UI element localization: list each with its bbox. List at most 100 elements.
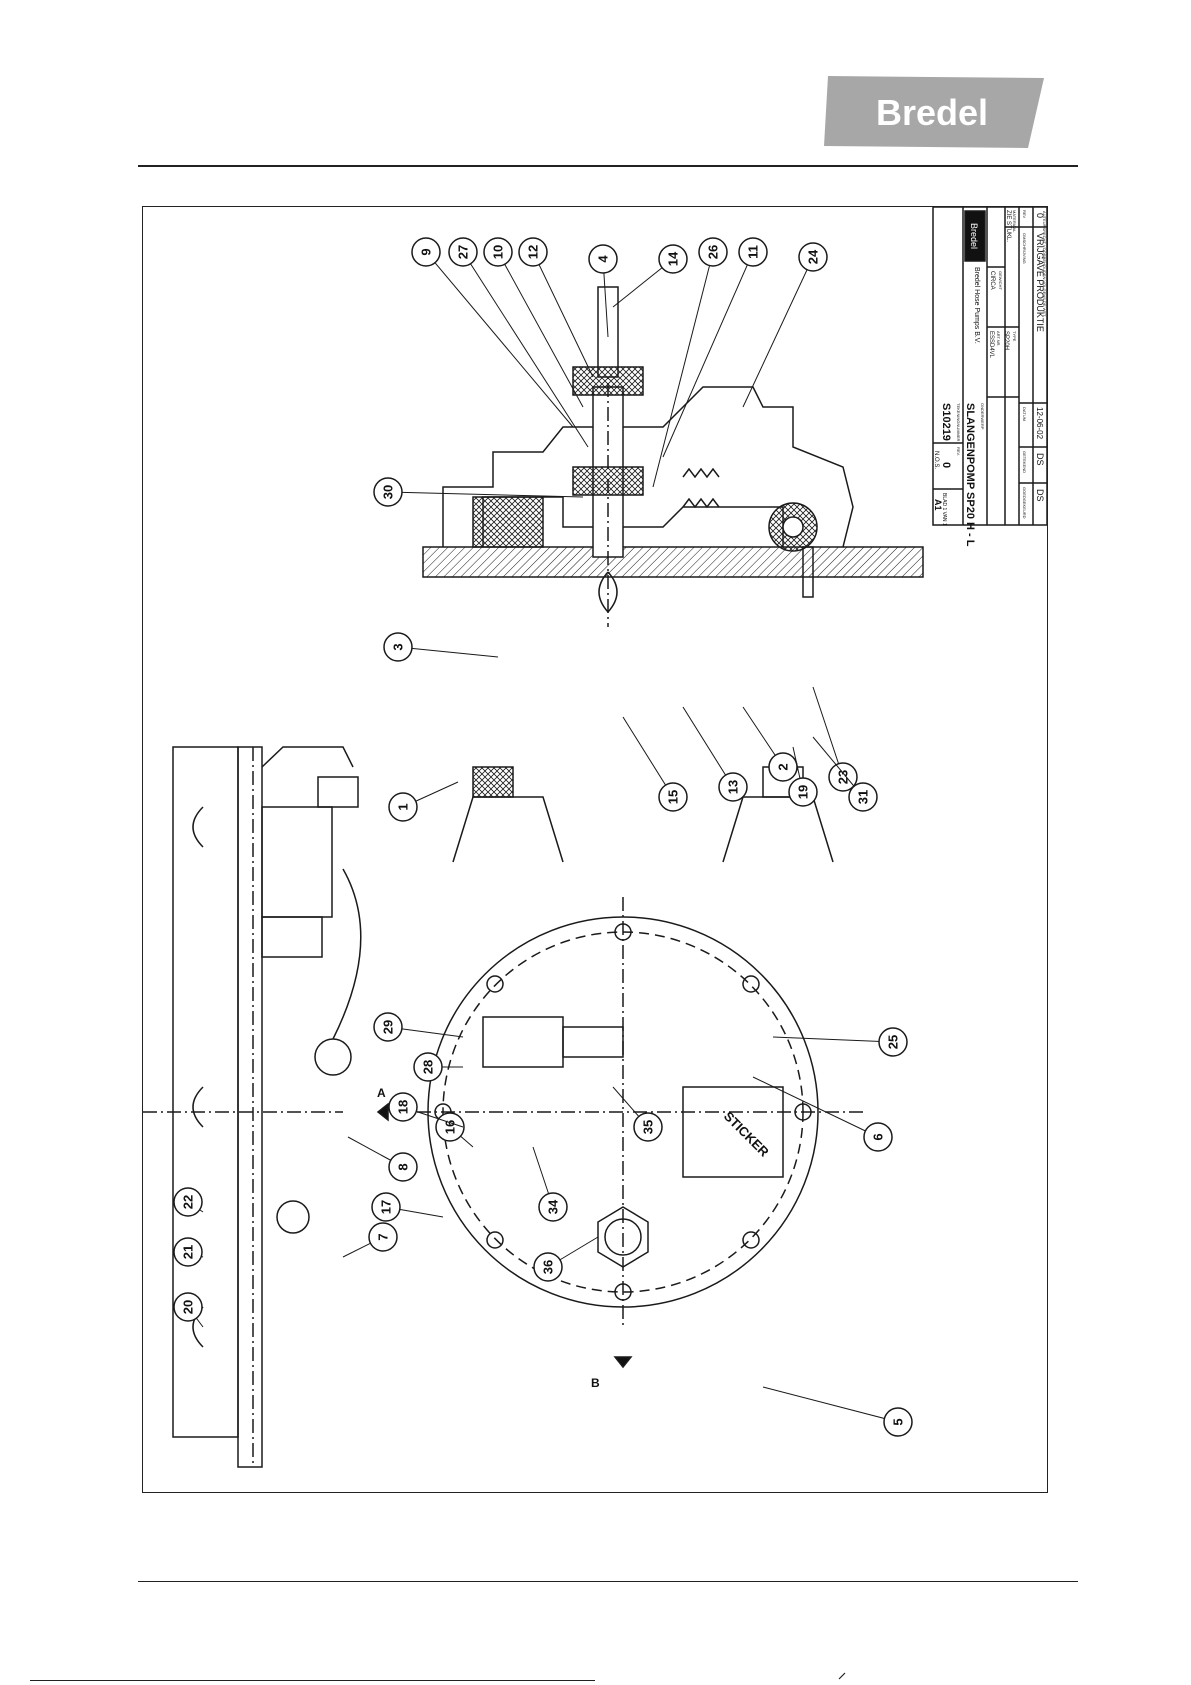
side-plate: [237, 746, 263, 1468]
balloon-13: [718, 772, 748, 802]
balloon-label-5: 5: [891, 1418, 906, 1425]
balloon-21: [173, 1237, 203, 1267]
cap-nut: [598, 571, 618, 614]
tb-h-checked: GOEDGEKEURD: [1022, 487, 1027, 519]
leader-line-5: [762, 1386, 899, 1423]
tb-format: A1: [933, 499, 943, 511]
tb-material-label: MATERIAAL: [1012, 210, 1017, 233]
leader-line-13: [682, 706, 734, 788]
balloon-label-16: 16: [443, 1120, 458, 1134]
cable-gland: [314, 1038, 352, 1076]
tb-rev-date: 12-06-02: [1035, 407, 1044, 440]
balloon-26: [698, 237, 728, 267]
connector-box: [261, 806, 333, 918]
balloon-label-19: 19: [796, 785, 811, 799]
housing-outline: [442, 386, 854, 548]
leader-line-3: [397, 646, 499, 658]
balloon-label-11: 11: [746, 245, 761, 259]
tb-copyright: AUTEURSRECHT VOORBEHOUDEN VOLGENS DE WET: [1042, 211, 1047, 317]
balloon-label-27: 27: [456, 245, 471, 259]
base-plate: [422, 546, 924, 578]
balloon-20: [173, 1292, 203, 1322]
balloon-3: [383, 632, 413, 662]
tb-company-logo-box: [964, 210, 986, 262]
tb-weight: CIRCA: [989, 271, 995, 290]
leader-line-6: [752, 1076, 879, 1138]
balloon-label-23: 23: [836, 770, 851, 784]
balloon-label-21: 21: [181, 1245, 196, 1259]
logo-banner: [824, 76, 1044, 148]
page-bottom-line: [30, 1680, 595, 1681]
spring-1: [682, 497, 720, 509]
hose-upper: [472, 496, 544, 548]
title-block: 0 VRIJGAVE PRODUKTIE 12-06-02 DS DS REV …: [932, 207, 1047, 547]
balloon-19: [788, 777, 818, 807]
tb-sheet: BLAD 1 VAN 1: [941, 493, 947, 526]
tb-weight-label: GEWICHT: [998, 271, 1003, 290]
tb-h-desc: OMSCHRIJVING: [1022, 233, 1027, 264]
bearing-inner: [572, 466, 644, 496]
balloon-label-9: 9: [419, 248, 434, 255]
balloon-label-24: 24: [806, 249, 821, 264]
hex-plug: [597, 1206, 649, 1268]
side-body: [172, 746, 239, 1438]
leader-line-9: [425, 251, 574, 428]
balloon-label-20: 20: [181, 1300, 196, 1314]
tb-rev-by: DS: [1035, 453, 1045, 466]
header-rule: [138, 165, 1078, 167]
sensor-body: [482, 1016, 564, 1068]
balloon-10: [483, 237, 513, 267]
section-view: [422, 286, 924, 627]
leader-line-30: [387, 491, 584, 498]
leader-line-27: [462, 251, 589, 448]
brand-logo: Bredel: [822, 72, 1048, 150]
tb-company-logo: Bredel: [969, 223, 979, 249]
sticker-area: [682, 1086, 784, 1178]
leader-line-24: [742, 256, 814, 408]
tb-rev-desc: VRIJGAVE PRODUKTIE: [1035, 233, 1045, 332]
hose-bore: [782, 516, 804, 538]
balloon-28: [413, 1052, 443, 1082]
side-breaks: [192, 806, 204, 1348]
balloon-label-14: 14: [666, 251, 681, 266]
front-view: STICKER A B: [376, 766, 863, 1390]
balloon-label-31: 31: [856, 790, 871, 804]
balloon-label-18: 18: [396, 1100, 411, 1114]
balloon-11: [738, 237, 768, 267]
balloon-label-22: 22: [181, 1195, 196, 1209]
tb-drawing-no-label: TEKENINGNUMMER: [956, 403, 961, 442]
balloon-29: [373, 1012, 403, 1042]
sensor-head: [562, 1026, 624, 1058]
balloon-label-29: 29: [381, 1020, 396, 1034]
balloon-label-7: 7: [376, 1233, 391, 1240]
balloon-label-34: 34: [546, 1199, 561, 1214]
logo-text: Bredel: [876, 92, 988, 133]
balloon-label-1: 1: [396, 803, 411, 810]
balloon-15: [658, 782, 688, 812]
sticker-label: STICKER: [721, 1109, 772, 1160]
balloon-18: [388, 1092, 418, 1122]
tb-rev-checked: DS: [1035, 489, 1045, 502]
footer-rule: [138, 1581, 1078, 1582]
balloon-label-2: 2: [776, 763, 791, 770]
balloon-label-4: 4: [596, 255, 611, 263]
tb-artnr: ESSD4VL: [988, 331, 994, 359]
balloon-label-30: 30: [381, 485, 396, 499]
tb-rev: 0: [940, 462, 952, 468]
balloon-27: [448, 237, 478, 267]
tb-scale: N.O.S.: [933, 451, 939, 469]
balloon-label-35: 35: [641, 1120, 656, 1134]
section-b-label: B: [591, 1376, 600, 1390]
tb-artnr-label: ART.NR.: [996, 331, 1001, 346]
side-cap: [276, 1200, 310, 1234]
balloon-22: [173, 1187, 203, 1217]
section-a-label: A: [377, 1086, 386, 1100]
balloon-label-3: 3: [391, 643, 406, 650]
section-b-arrow: [613, 1356, 633, 1369]
balloon-4: [588, 244, 618, 274]
balloon-label-17: 17: [379, 1200, 394, 1214]
tb-title: SLANGENPOMP SP20 H - L: [964, 403, 976, 547]
leader-line-11: [662, 251, 754, 458]
balloon-14: [658, 244, 688, 274]
